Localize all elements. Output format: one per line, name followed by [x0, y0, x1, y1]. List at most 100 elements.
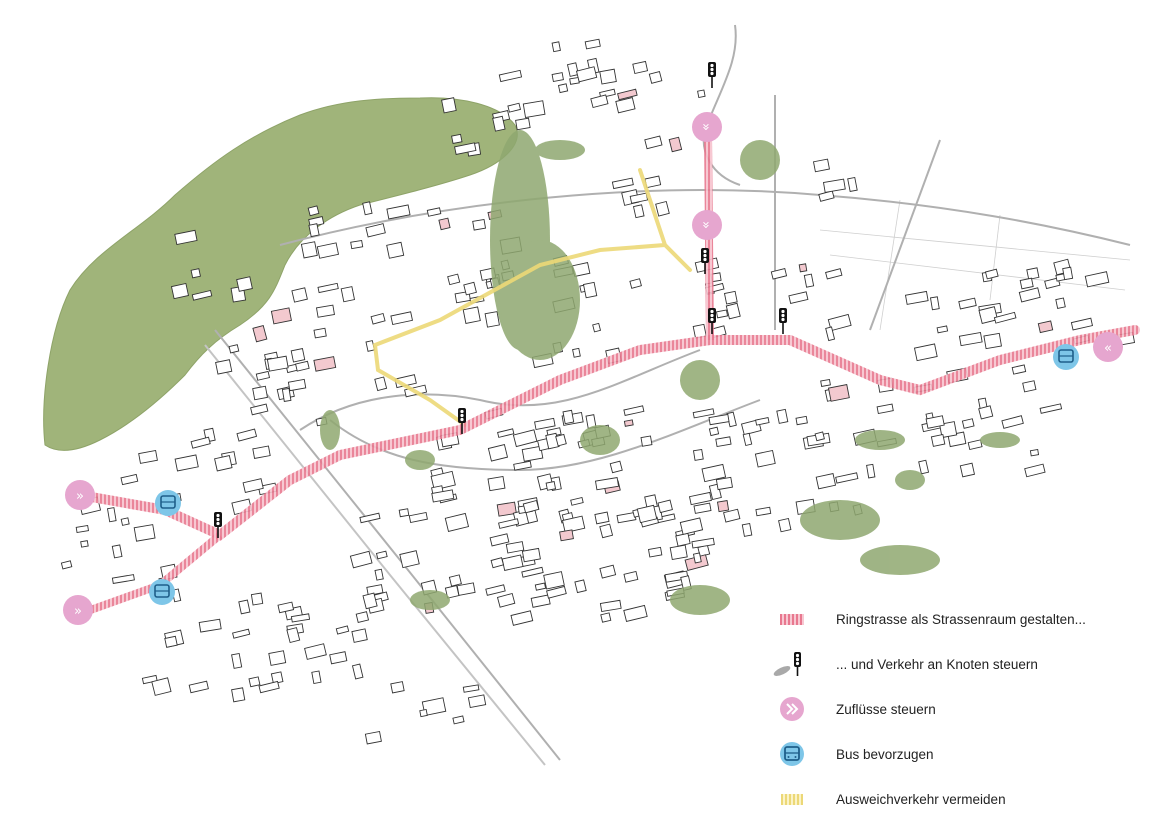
building	[490, 557, 504, 569]
vegetation-patch	[535, 140, 585, 160]
building	[313, 356, 337, 372]
building	[1024, 463, 1046, 478]
building	[847, 176, 858, 192]
building	[351, 628, 368, 643]
building	[958, 331, 983, 347]
building	[715, 436, 732, 448]
legend-row-ring: Ringstrasse als Strassenraum gestalten..…	[770, 604, 1160, 634]
building	[555, 433, 567, 447]
building	[496, 501, 517, 517]
building	[820, 378, 831, 387]
legend-row-traffic: ... und Verkehr an Knoten steuern	[770, 649, 1160, 679]
building	[362, 592, 378, 610]
building	[599, 68, 617, 85]
building	[1039, 403, 1063, 414]
building	[60, 560, 73, 570]
bus-icon	[780, 742, 804, 766]
building	[617, 88, 638, 101]
building	[716, 500, 730, 513]
building	[80, 540, 89, 548]
building	[430, 470, 456, 491]
building	[701, 463, 727, 483]
building	[715, 309, 729, 319]
building	[270, 307, 292, 325]
double-chevron-icon	[780, 697, 804, 721]
building	[545, 481, 557, 491]
detour-swatch	[781, 793, 803, 805]
vegetation-patch	[680, 360, 720, 400]
building	[242, 478, 264, 493]
building	[307, 205, 320, 217]
building	[693, 502, 712, 514]
building	[623, 405, 645, 417]
building	[188, 680, 209, 694]
building	[669, 544, 688, 561]
building	[111, 544, 123, 559]
building	[277, 601, 295, 614]
building	[913, 343, 938, 362]
svg-text:»: »	[698, 221, 713, 229]
building	[925, 415, 945, 429]
building	[316, 242, 340, 259]
building	[715, 476, 733, 491]
traffic-light-icon	[773, 652, 801, 676]
building	[978, 306, 999, 324]
building	[214, 454, 233, 472]
building	[485, 584, 506, 596]
building	[151, 677, 172, 696]
building	[295, 360, 310, 372]
building	[496, 592, 516, 608]
building	[438, 217, 451, 231]
building	[866, 463, 876, 479]
building	[725, 302, 741, 320]
building	[629, 278, 642, 289]
building	[492, 115, 506, 132]
legend-label-detour: Ausweichverkehr vermeiden	[836, 791, 1006, 807]
building	[1026, 267, 1040, 280]
building	[562, 409, 575, 425]
vegetation-patch	[500, 240, 580, 360]
building	[250, 592, 264, 606]
building	[170, 282, 190, 300]
building	[454, 142, 477, 155]
building	[266, 355, 289, 372]
traffic-light-icon	[708, 62, 716, 88]
building	[534, 417, 556, 430]
legend-label-traffic: ... und Verkehr an Knoten steuern	[836, 656, 1038, 672]
building	[501, 554, 524, 571]
building	[507, 102, 522, 113]
vegetation-patch	[895, 470, 925, 490]
building	[574, 579, 587, 594]
building	[374, 568, 384, 581]
building	[590, 94, 609, 109]
vegetation-patch	[410, 590, 450, 610]
building	[300, 241, 318, 259]
building	[398, 508, 410, 518]
building	[615, 97, 636, 114]
vegetation-patch	[855, 430, 905, 450]
building	[691, 537, 715, 549]
legend-label-ring: Ringstrasse als Strassenraum gestalten..…	[836, 611, 1086, 627]
building	[936, 325, 949, 334]
building	[961, 418, 975, 429]
building	[534, 582, 547, 591]
building	[530, 594, 551, 608]
bus-marker-southwest	[149, 579, 175, 605]
legend-row-detour: Ausweichverkehr vermeiden	[770, 784, 1160, 814]
building	[978, 405, 994, 420]
building	[623, 419, 634, 427]
building	[250, 403, 269, 416]
svg-text:«: «	[1104, 341, 1112, 356]
vegetation-patch	[580, 425, 620, 455]
building	[984, 268, 999, 280]
building	[636, 504, 658, 524]
building	[835, 472, 859, 484]
traffic-light-icon	[458, 408, 466, 434]
building	[1070, 317, 1093, 331]
legend: Ringstrasse als Strassenraum gestalten..…	[770, 600, 1160, 815]
building	[238, 599, 251, 615]
building	[599, 599, 622, 613]
building	[399, 550, 420, 569]
building	[287, 378, 307, 392]
building	[497, 428, 515, 438]
